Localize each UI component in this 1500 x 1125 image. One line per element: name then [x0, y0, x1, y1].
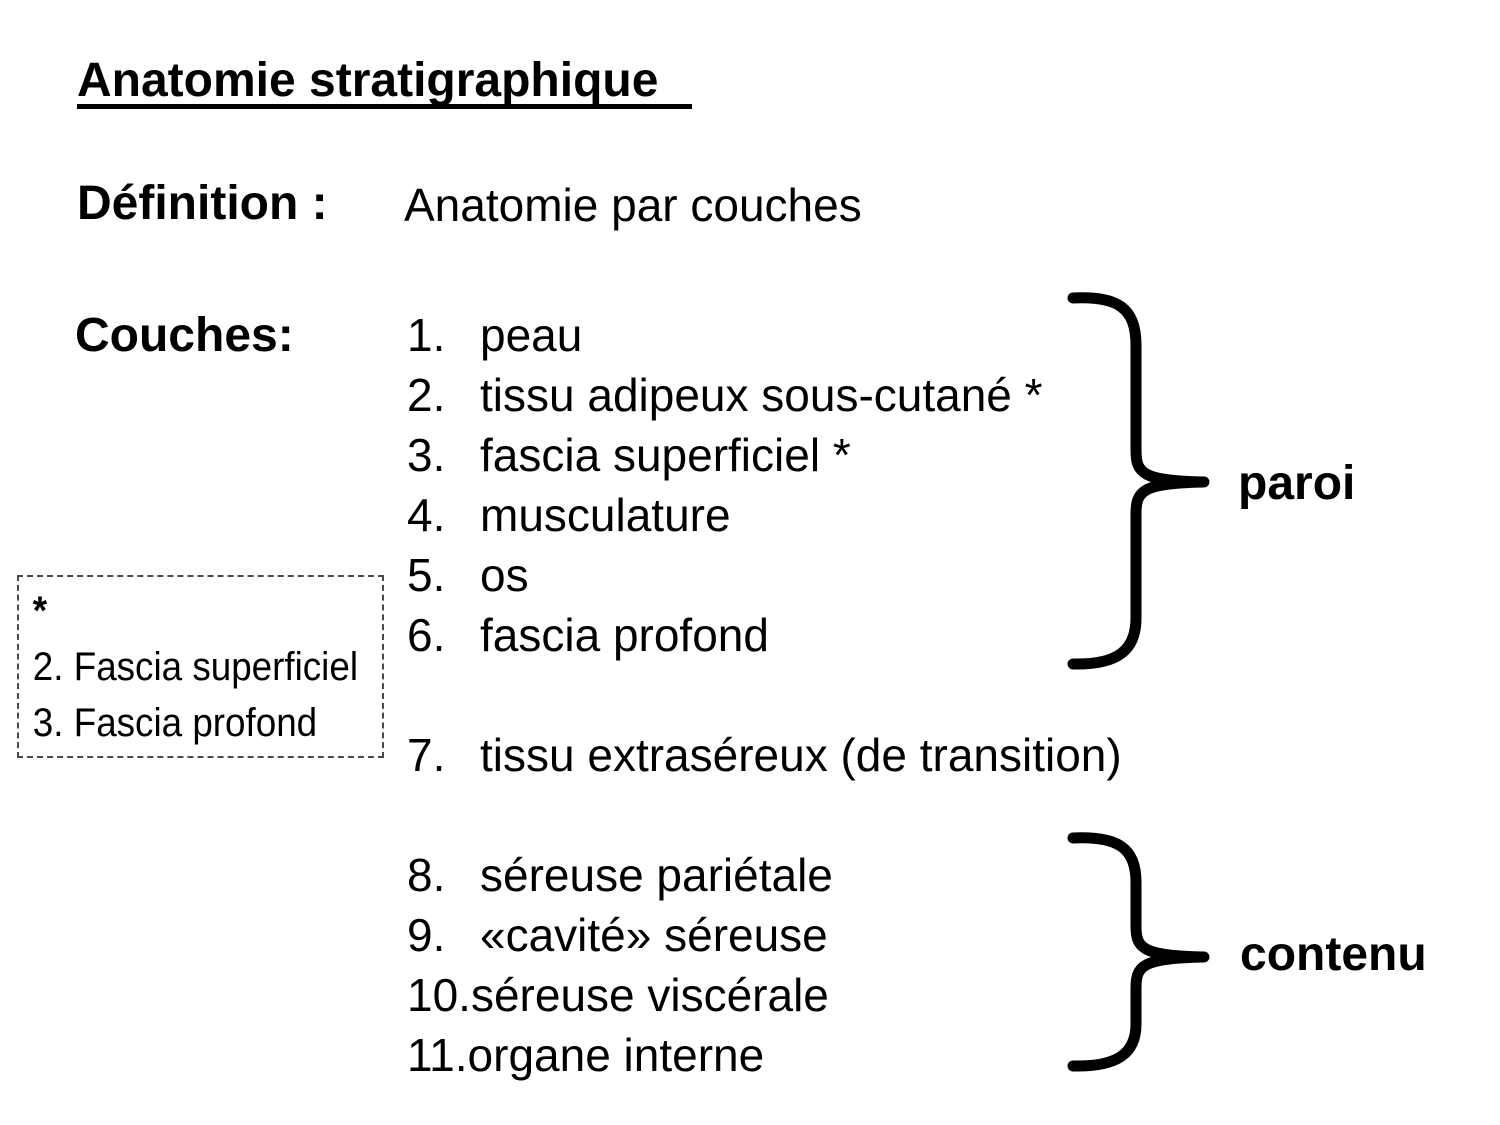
- list-item-label: peau: [480, 309, 583, 361]
- footnote-box: * 2. Fascia superficiel 3. Fascia profon…: [17, 575, 384, 758]
- footnote-line: 2. Fascia superficiel: [32, 645, 359, 689]
- list-item-number: 5.: [407, 549, 446, 601]
- title-underline: [77, 104, 692, 109]
- footnote-asterisk: *: [32, 589, 48, 633]
- footnote-line: 3. Fascia profond: [32, 701, 318, 745]
- list-item: 1. peau: [407, 305, 1043, 365]
- list-item-number: 8.: [407, 849, 446, 901]
- contenu-brace: [1067, 832, 1210, 1072]
- list-item: 9. «cavité» séreuse: [407, 905, 833, 965]
- list-item-label: séreuse pariétale: [480, 849, 833, 901]
- list-item-number: 6.: [407, 609, 446, 661]
- list-item-label: organe interne: [467, 1029, 765, 1081]
- contenu-label: contenu: [1240, 928, 1427, 981]
- list-item: 7. tissu extraséreux (de transition): [407, 725, 1122, 785]
- list-item-label: fascia profond: [480, 609, 769, 661]
- list-item-number: 4.: [407, 489, 446, 541]
- list-item-label: fascia superficiel *: [480, 429, 851, 481]
- list-item-label: musculature: [480, 489, 731, 541]
- layer-list-paroi: 1. peau 2. tissu adipeux sous-cutané * 3. f…: [407, 305, 1043, 665]
- paroi-label: paroi: [1238, 457, 1356, 510]
- definition-value: Anatomie par couches: [404, 179, 862, 231]
- list-item: 4. musculature: [407, 485, 1043, 545]
- list-item: 2. tissu adipeux sous-cutané *: [407, 365, 1043, 425]
- definition-label: Définition :: [77, 177, 328, 230]
- list-item-number: 10.: [407, 969, 471, 1021]
- list-item-number: 3.: [407, 429, 446, 481]
- list-item-label: séreuse viscérale: [470, 969, 829, 1021]
- list-item: 5. os: [407, 545, 1043, 605]
- layer-list-transition: 7. tissu extraséreux (de transition): [407, 725, 1122, 785]
- list-item: 8. séreuse pariétale: [407, 845, 833, 905]
- list-item: 3. fascia superficiel *: [407, 425, 1043, 485]
- list-item-label: tissu adipeux sous-cutané *: [480, 369, 1043, 421]
- paroi-brace: [1067, 292, 1210, 670]
- list-item-number: 7.: [407, 729, 446, 781]
- list-item-number: 2.: [407, 369, 446, 421]
- list-item-label: os: [480, 549, 529, 601]
- page-title: Anatomie stratigraphique: [77, 54, 659, 107]
- couches-label: Couches:: [75, 309, 294, 362]
- layer-list-contenu: 8. séreuse pariétale 9. «cavité» séreuse 1…: [407, 845, 833, 1085]
- list-item-number: 9.: [407, 909, 446, 961]
- footnote-content: * 2. Fascia superficiel 3. Fascia profon…: [19, 577, 359, 751]
- list-item-number: 11.: [407, 1029, 468, 1081]
- list-item: 6. fascia profond: [407, 605, 1043, 665]
- list-item-label: «cavité» séreuse: [480, 909, 828, 961]
- list-item-label: tissu extraséreux (de transition): [480, 729, 1122, 781]
- list-item: 11.organe interne: [407, 1025, 833, 1085]
- list-item: 10.séreuse viscérale: [407, 965, 833, 1025]
- list-item-number: 1.: [407, 309, 446, 361]
